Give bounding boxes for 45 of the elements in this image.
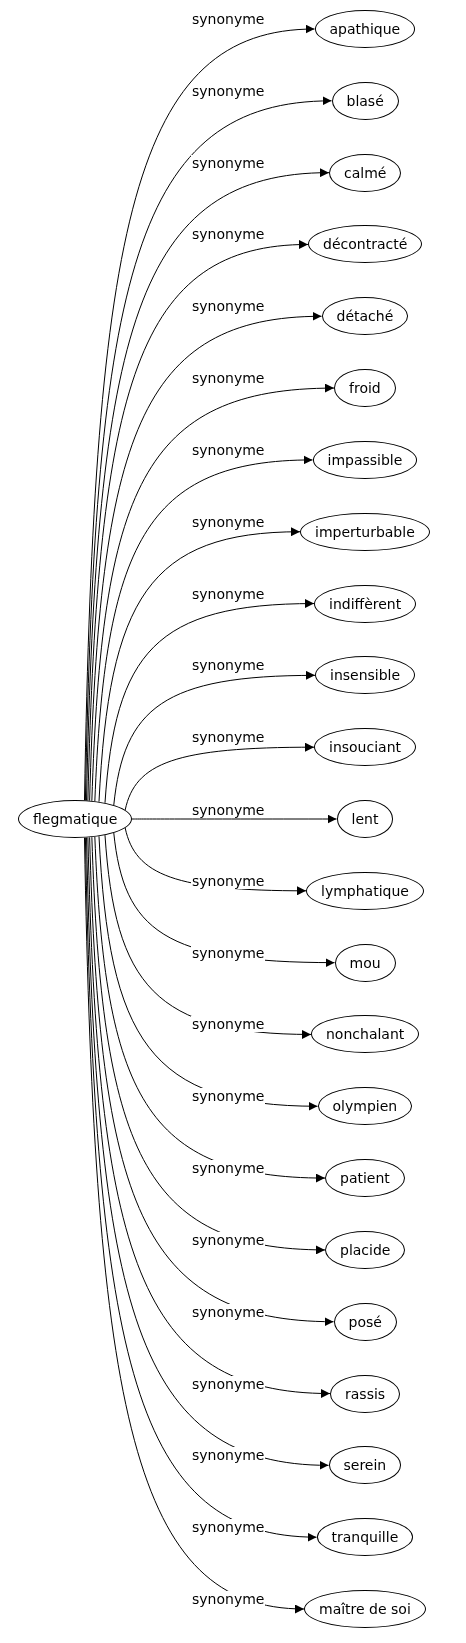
edge-label: synonyme bbox=[191, 1447, 266, 1464]
edge-label: synonyme bbox=[191, 1160, 266, 1177]
synonym-ellipse: posé bbox=[333, 1302, 397, 1341]
arrow bbox=[87, 240, 309, 801]
arrow bbox=[104, 599, 315, 804]
synonym-ellipse: maître de soi bbox=[304, 1590, 426, 1628]
synonym-ellipse: imperturbable bbox=[300, 512, 430, 551]
arrow bbox=[113, 671, 316, 806]
synonym-ellipse: décontracté bbox=[308, 225, 423, 264]
synonym-ellipse: tranquille bbox=[316, 1518, 414, 1557]
arrow bbox=[89, 312, 322, 802]
synonym-ellipse: impassible bbox=[312, 440, 418, 479]
edge-label: synonyme bbox=[191, 154, 266, 171]
arrow bbox=[91, 836, 326, 1254]
edge-label: synonyme bbox=[191, 1231, 266, 1248]
synonym-ellipse: lent bbox=[336, 800, 394, 838]
synonym-ellipse: insouciant bbox=[314, 728, 417, 767]
edge-label: synonyme bbox=[191, 1088, 266, 1105]
edge-label: synonyme bbox=[191, 1591, 266, 1607]
arrow bbox=[131, 814, 337, 824]
synonym-ellipse: nonchalant bbox=[311, 1015, 420, 1054]
arrow bbox=[91, 384, 335, 802]
synonym-ellipse: lymphatique bbox=[306, 871, 424, 910]
edge-label: synonyme bbox=[191, 1375, 266, 1392]
edge-label: synonyme bbox=[191, 1016, 266, 1033]
arrow bbox=[94, 836, 326, 1183]
synonym-ellipse: indiffèrent bbox=[314, 584, 417, 623]
arrow bbox=[124, 742, 315, 811]
synonym-ellipse: placide bbox=[325, 1230, 406, 1269]
synonym-ellipse: mou bbox=[334, 943, 396, 982]
synonym-ellipse: apathique bbox=[314, 10, 416, 48]
edge-label: synonyme bbox=[191, 1303, 266, 1320]
arrow bbox=[94, 455, 313, 802]
synonym-ellipse: serein bbox=[328, 1446, 402, 1485]
synonym-ellipse: détaché bbox=[321, 297, 409, 336]
synonym-ellipse: rassis bbox=[330, 1374, 401, 1413]
synonym-ellipse: patient bbox=[325, 1159, 405, 1198]
edge-label: synonyme bbox=[191, 1519, 266, 1536]
source-ellipse: flegmatique bbox=[18, 800, 133, 838]
edge-label: synonyme bbox=[191, 944, 266, 961]
synonym-ellipse: insensible bbox=[315, 656, 416, 695]
synonym-ellipse: calmé bbox=[329, 153, 402, 192]
synonym-ellipse: blasé bbox=[331, 81, 399, 120]
synonym-ellipse: froid bbox=[334, 369, 396, 408]
synonym-ellipse: olympien bbox=[317, 1087, 413, 1126]
